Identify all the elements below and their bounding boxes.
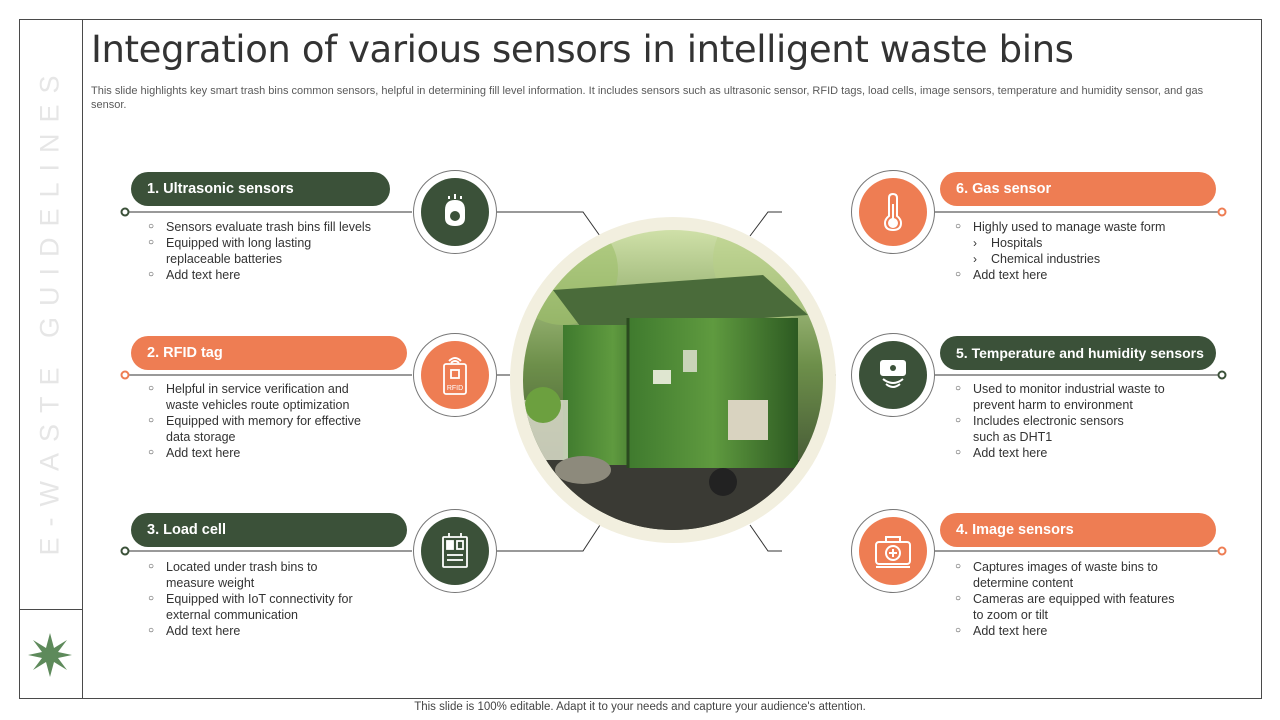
sensor-2-label: 2. RFID tag (131, 336, 407, 370)
list-item: Hospitals (955, 235, 1215, 251)
svg-text:RFID: RFID (447, 385, 463, 392)
sensor-6-label: 6. Gas sensor (940, 172, 1216, 206)
sidebar-divider (82, 19, 83, 699)
sensor-6-icon-ring (851, 170, 935, 254)
list-item: Add text here (148, 623, 408, 639)
list-item: Highly used to manage waste form (955, 219, 1215, 235)
sensor-1-bullets: Sensors evaluate trash bins fill levels … (148, 219, 408, 283)
list-item: Captures images of waste bins todetermin… (955, 559, 1215, 591)
list-item: Add text here (148, 267, 408, 283)
slide-frame (19, 19, 1262, 699)
thermometer-icon (859, 178, 927, 246)
list-item: Add text here (955, 267, 1215, 283)
footer-note: This slide is 100% editable. Adapt it to… (414, 701, 866, 713)
sensor-5-label: 5. Temperature and humidity sensors (940, 336, 1216, 370)
list-item: Chemical industries (955, 251, 1215, 267)
sensor-3-icon-ring (413, 509, 497, 593)
list-item: Equipped with IoT connectivity forextern… (148, 591, 408, 623)
sensor-5-icon-ring (851, 333, 935, 417)
sensor-4-icon-ring (851, 509, 935, 593)
sensor-1-label: 1. Ultrasonic sensors (131, 172, 390, 206)
sensor-2-bullets: Helpful in service verification andwaste… (148, 381, 408, 461)
load-cell-icon (421, 517, 489, 585)
ultrasonic-sensor-icon (421, 178, 489, 246)
list-item: Helpful in service verification andwaste… (148, 381, 408, 413)
sidebar-bottom-divider (19, 609, 82, 610)
page-subtitle: This slide highlights key smart trash bi… (91, 85, 1204, 111)
temperature-humidity-sensor-icon (859, 341, 927, 409)
list-item: Used to monitor industrial waste topreve… (955, 381, 1215, 413)
page-title: Integration of various sensors in intell… (91, 28, 1074, 71)
sensor-2-icon-ring: RFID (413, 333, 497, 417)
star-icon (28, 633, 72, 677)
list-item: Add text here (955, 623, 1215, 639)
sensor-6-bullets: Highly used to manage waste form Hospita… (955, 219, 1215, 283)
sensor-4-bullets: Captures images of waste bins todetermin… (955, 559, 1215, 639)
list-item: Sensors evaluate trash bins fill levels (148, 219, 408, 235)
camera-icon (859, 517, 927, 585)
rfid-tag-icon: RFID (421, 341, 489, 409)
sensor-3-label: 3. Load cell (131, 513, 407, 547)
list-item: Add text here (955, 445, 1215, 461)
sensor-4-label: 4. Image sensors (940, 513, 1216, 547)
sensor-1-icon-ring (413, 170, 497, 254)
sensor-5-bullets: Used to monitor industrial waste topreve… (955, 381, 1215, 461)
smart-waste-bins-photo (523, 230, 823, 530)
list-item: Add text here (148, 445, 408, 461)
